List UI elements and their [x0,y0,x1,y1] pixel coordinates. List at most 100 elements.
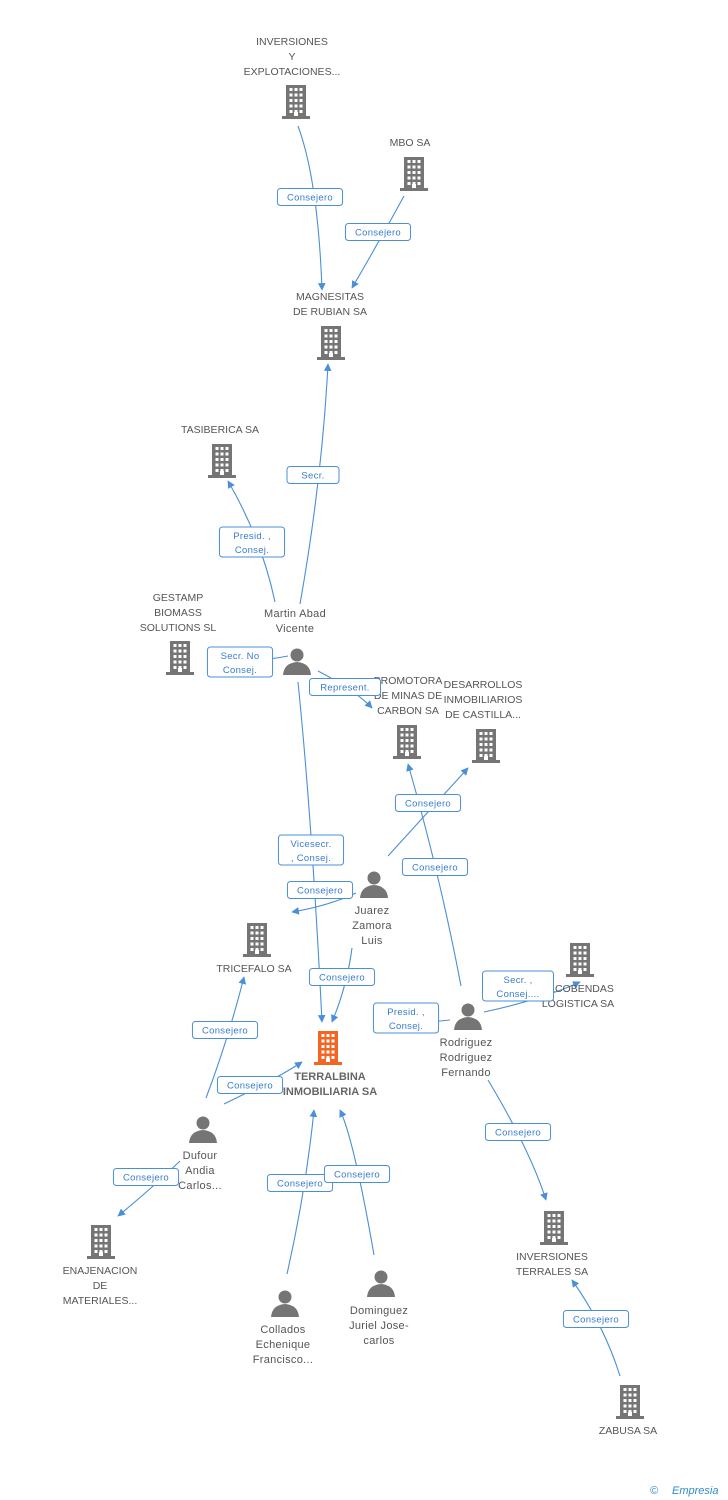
building-window [329,345,333,349]
building-window [334,345,338,349]
building-window [294,93,298,97]
role-badge[interactable]: Consejero [286,881,354,899]
role-badge[interactable]: Consejero [266,1174,334,1192]
role-badge[interactable]: Consejero [323,1165,391,1183]
node-inversiones-explot[interactable]: INVERSIONESYEXPLOTACIONES... [244,36,341,119]
role-badge[interactable]: Consejero [562,1310,630,1328]
role-badge-box [276,188,344,206]
role-badge[interactable]: Presid. , Consej. [218,526,286,558]
node-label: Echenique [256,1339,311,1351]
node-label: Zamora [352,920,392,932]
building-window [400,733,404,737]
person-icon [189,1116,217,1143]
role-badge[interactable]: Represent. [309,678,381,696]
person-head [290,648,304,662]
building-window [573,968,577,971]
building-icon [166,641,194,675]
building-window [405,733,409,737]
building-window [334,334,338,338]
edge-inversiones_explot-to-magnesitas [297,125,326,291]
building-window [104,1250,108,1253]
building-window [220,463,224,467]
role-badge-box [401,858,469,876]
building-window [250,937,254,940]
role-badge[interactable]: Consejero [344,223,412,241]
building-window [412,176,416,180]
building-icon [400,157,428,191]
building-icon [282,85,310,119]
person-icon [360,871,388,898]
node-label: MATERIALES... [63,1295,138,1307]
role-badge[interactable]: Presid. ,Consej. [372,1002,440,1034]
building-base [616,1416,644,1419]
building-window [250,942,254,946]
role-badge-label: Presid. , [233,531,271,542]
role-badge[interactable]: Consejero [216,1076,284,1094]
role-badge-box [286,466,340,484]
node-collados[interactable]: ColladosEcheniqueFrancisco... [253,1290,313,1367]
node-zabusa[interactable]: ZABUSA SA [599,1385,657,1437]
building-window [329,329,333,332]
building-window [260,942,264,946]
node-mbo[interactable]: MBO SA [390,137,431,191]
building-window [633,1393,637,1397]
building-window [484,748,488,752]
building-window [623,1399,627,1402]
building-icon [472,729,500,763]
node-label: INVERSIONES [516,1251,588,1263]
building-window [557,1214,561,1217]
role-badge[interactable]: Vicesecr., Consej. [277,834,345,866]
role-badge-box [277,834,345,866]
role-badge[interactable]: Consejero [484,1123,552,1141]
building-window [410,750,414,753]
node-dufour[interactable]: DufourAndiaCarlos... [178,1116,222,1193]
role-badge[interactable]: Secr. [286,466,340,484]
role-badge-label: Consej. [235,545,269,556]
building-base [472,760,500,763]
building-window [289,104,293,108]
node-enajenacion[interactable]: ENAJENACIONDEMATERIALES... [63,1225,138,1307]
building-door [412,184,416,188]
building-window [94,1233,98,1237]
role-badge[interactable]: Consejero [401,858,469,876]
role-badge[interactable]: Consejero [394,794,462,812]
role-badge-label: Consej. [389,1021,423,1032]
person-icon [454,1003,482,1030]
role-badge-box [394,794,462,812]
role-badge[interactable]: Consejero [112,1168,180,1186]
building-window [225,463,229,467]
role-badge[interactable]: Consejero [191,1021,259,1039]
node-label: ENAJENACION [63,1265,138,1277]
role-badge-box [323,1165,391,1183]
role-badge[interactable]: Consejero [308,968,376,986]
building-window [183,655,187,658]
node-tasiberica[interactable]: TASIBERICA SA [181,424,259,478]
node-label: Luis [361,935,383,947]
footer-logo[interactable]: © Empresia [650,1485,718,1497]
building-window [94,1244,98,1248]
node-tricefalo[interactable]: TRICEFALO SA [216,923,292,975]
role-badge-box [286,881,354,899]
role-badge-label: Represent. [320,683,369,694]
role-badge[interactable]: Secr. ,Consej.... [482,970,554,1002]
building-window [547,1225,551,1228]
node-label: TRICEFALO SA [216,963,291,975]
building-door [294,112,298,116]
building-window [289,110,293,113]
building-window [255,942,259,946]
role-badge[interactable]: Consejero [276,188,344,206]
building-window [557,1225,561,1228]
